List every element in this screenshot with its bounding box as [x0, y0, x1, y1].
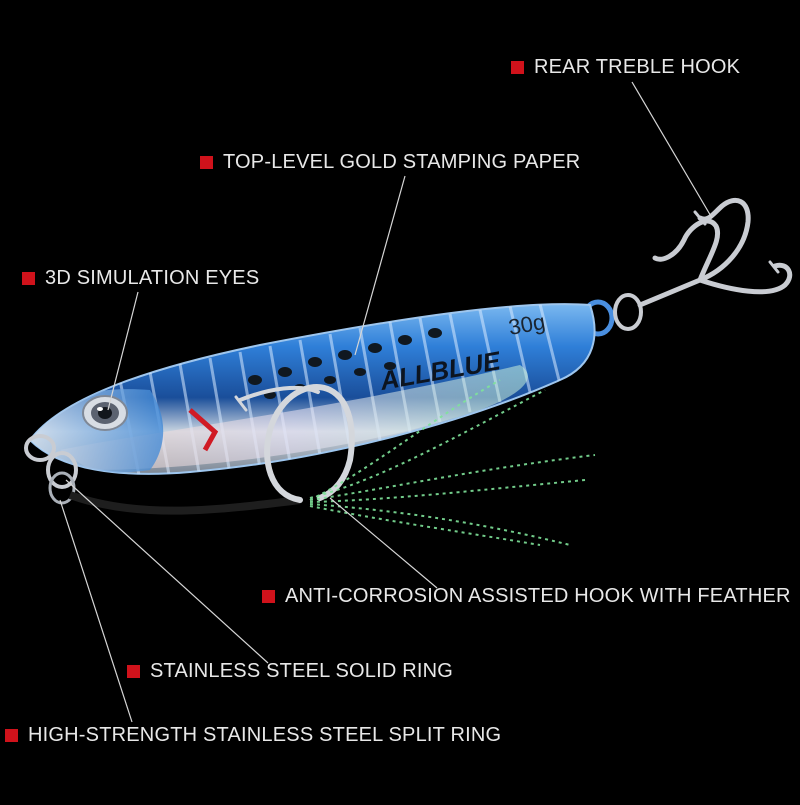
callout-label: TOP-LEVEL GOLD STAMPING PAPER	[223, 151, 581, 173]
callout-label: HIGH-STRENGTH STAINLESS STEEL SPLIT RING	[28, 724, 502, 746]
red-square-icon	[511, 61, 524, 74]
red-square-icon	[200, 156, 213, 169]
assist-cord	[68, 491, 301, 515]
callout-split-ring: HIGH-STRENGTH STAINLESS STEEL SPLIT RING	[5, 724, 501, 747]
leader-lines	[59, 81, 713, 723]
callout-3d-eyes: 3D SIMULATION EYES	[22, 267, 259, 290]
red-square-icon	[22, 272, 35, 285]
solid-ring	[46, 451, 78, 489]
rear-treble-hook	[637, 197, 793, 308]
callout-label: REAR TREBLE HOOK	[534, 56, 741, 78]
callout-label: STAINLESS STEEL SOLID RING	[150, 660, 454, 682]
callout-assist-hook: ANTI-CORROSION ASSISTED HOOK WITH FEATHE…	[262, 585, 791, 608]
callout-label: 3D SIMULATION EYES	[45, 267, 260, 289]
callout-gold-stamping: TOP-LEVEL GOLD STAMPING PAPER	[200, 151, 580, 174]
red-square-icon	[262, 590, 275, 603]
callout-rear-treble-hook: REAR TREBLE HOOK	[511, 56, 740, 79]
lure-eye	[82, 395, 128, 431]
red-square-icon	[127, 665, 140, 678]
rear-split-ring	[613, 293, 643, 331]
red-square-icon	[5, 729, 18, 742]
callout-label: ANTI-CORROSION ASSISTED HOOK WITH FEATHE…	[285, 585, 791, 607]
assist-hook	[234, 383, 355, 503]
callout-solid-ring: STAINLESS STEEL SOLID RING	[127, 660, 453, 683]
front-eyelet	[24, 434, 56, 462]
